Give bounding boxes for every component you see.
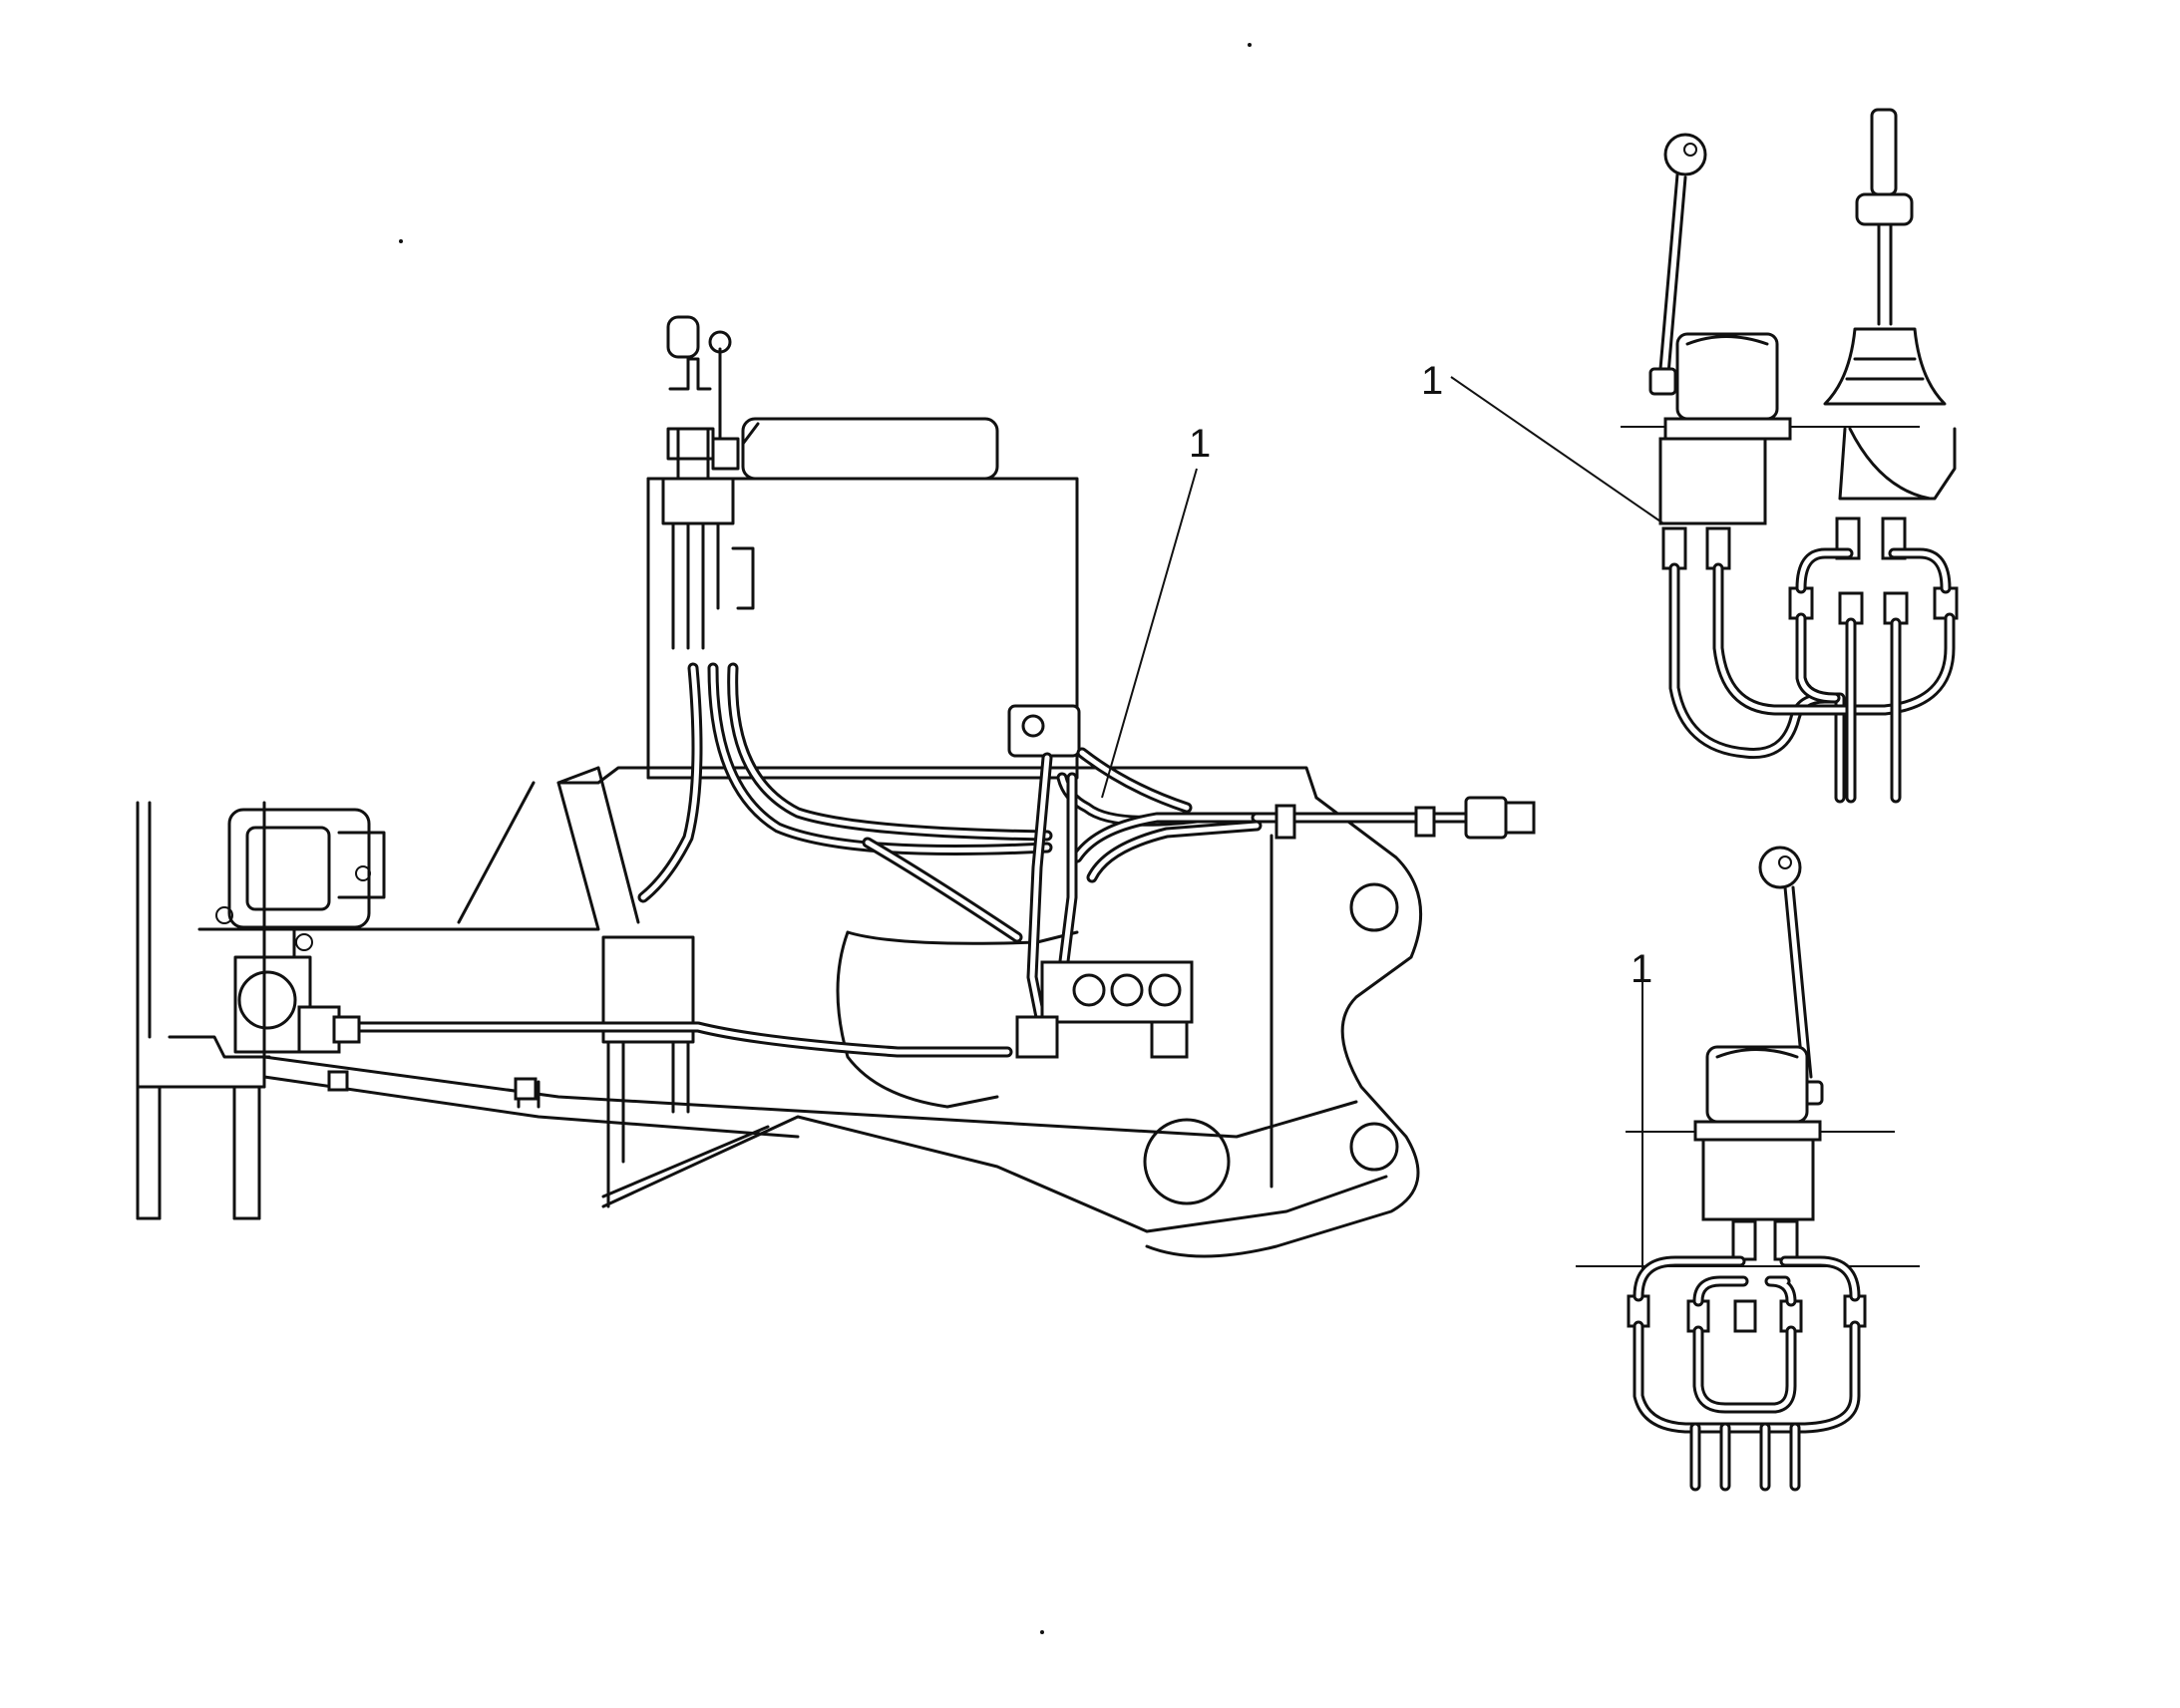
- detail-view-bottom-right: 1: [1576, 846, 1920, 1492]
- callout-main: 1: [1101, 422, 1211, 799]
- control-valve-block: [297, 796, 1536, 1101]
- callout-label: 1: [1189, 422, 1211, 466]
- scan-specks: [399, 43, 1252, 1634]
- callout-label: 1: [1421, 359, 1443, 403]
- mast-frame: [136, 801, 386, 1220]
- callout-label: 1: [1631, 947, 1652, 991]
- detail-view-top-right: 1: [1421, 108, 1959, 804]
- boom-structure: [262, 766, 1423, 1258]
- hydraulic-hoses: [353, 662, 1512, 1058]
- operator-console: [646, 315, 1081, 780]
- main-assembly-view: 1: [136, 315, 1536, 1258]
